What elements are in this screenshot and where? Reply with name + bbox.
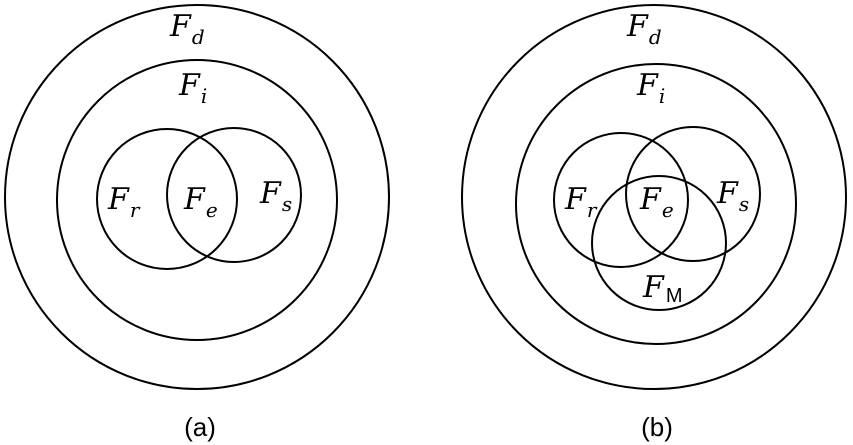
label-fs-b: Fs: [716, 176, 749, 216]
circle-fd-b: [461, 4, 847, 390]
circle-fr-b: [553, 132, 689, 268]
circle-fs-a: [166, 127, 302, 263]
circle-fr-a: [96, 128, 238, 270]
caption-a: (a): [184, 412, 216, 442]
label-fi-b: Fi: [636, 68, 665, 108]
label-fe-a: Fe: [183, 182, 218, 222]
label-fr-b: Fr: [564, 182, 598, 222]
label-fe-b: Fe: [639, 182, 674, 222]
label-fi-a: Fi: [178, 68, 207, 108]
label-fr-a: Fr: [107, 182, 141, 222]
circle-fi-b: [515, 63, 797, 345]
panel-a: Fd Fi Fr Fe Fs (a): [4, 4, 390, 442]
circle-fd-a: [4, 4, 390, 390]
circle-fs-b: [625, 126, 761, 262]
label-fs-a: Fs: [259, 176, 292, 216]
caption-b: (b): [641, 412, 673, 442]
label-fd-b: Fd: [626, 9, 662, 49]
circle-fi-a: [56, 59, 338, 341]
circle-fm-b: [591, 175, 727, 311]
label-fd-a: Fd: [169, 9, 205, 49]
